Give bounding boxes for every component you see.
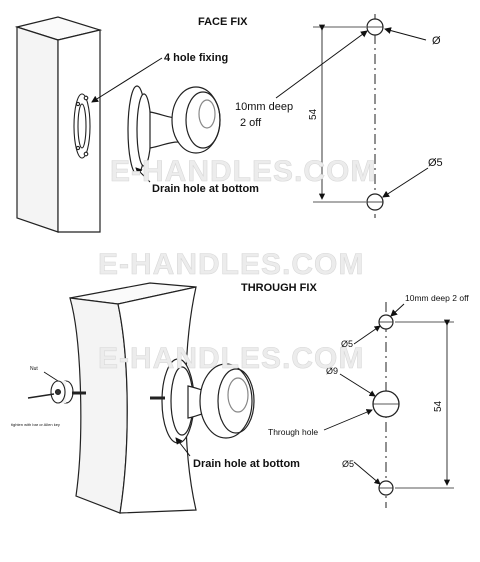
fixing-hole <box>75 145 81 151</box>
dim-dia-5-top: Ø5 <box>428 157 443 169</box>
through-fix-title: THROUGH FIX <box>241 282 317 294</box>
depth-label-b: 10mm deep 2 off <box>405 293 469 303</box>
drain-label-bottom: Drain hole at bottom <box>193 458 300 470</box>
fixing-hole <box>75 101 81 107</box>
door-knob-bottom <box>187 363 255 439</box>
depth-label-line2: 2 off <box>240 117 262 129</box>
watermark-2: E-HANDLES.COM <box>98 248 364 281</box>
dim-dia-5-b-top: Ø5 <box>341 339 353 349</box>
door-block-bottom <box>69 282 197 514</box>
dim-dia-9: Ø9 <box>326 366 338 376</box>
through-hole-label: Through hole <box>268 427 318 437</box>
dim-54-top: 54 <box>308 108 319 120</box>
through-fix-drawing: 54 10mm deep 2 off Ø5 Ø9 Ø5 Through hole <box>268 293 469 508</box>
through-fix-section: THROUGH FIX Nut <box>11 282 469 514</box>
fixing-label: 4 hole fixing <box>164 52 228 64</box>
face-fix-section: FACE FIX 4 hole fixing <box>14 14 443 233</box>
dim-dia-5-b-bottom: Ø5 <box>342 459 354 469</box>
tighten-label: tighten with bar or Allen key <box>11 422 60 427</box>
drain-label-top: Drain hole at bottom <box>152 183 259 195</box>
face-fix-title: FACE FIX <box>198 16 248 28</box>
depth-label-line1: 10mm deep <box>235 101 293 113</box>
face-fix-drawing: 54 10mm deep 2 off Ø Ø5 <box>235 14 443 218</box>
watermark-1: E-HANDLES.COM <box>110 155 376 188</box>
fixing-hole <box>83 151 89 157</box>
fixing-hole <box>83 95 89 101</box>
nut-assembly <box>27 380 86 404</box>
door-knob-top <box>127 85 221 175</box>
backplate-top <box>73 93 91 159</box>
watermark-3: E-HANDLES.COM <box>98 342 364 375</box>
dim-dia-top: Ø <box>432 35 441 47</box>
dim-54-bottom: 54 <box>433 400 444 412</box>
nut-label: Nut <box>30 366 38 372</box>
